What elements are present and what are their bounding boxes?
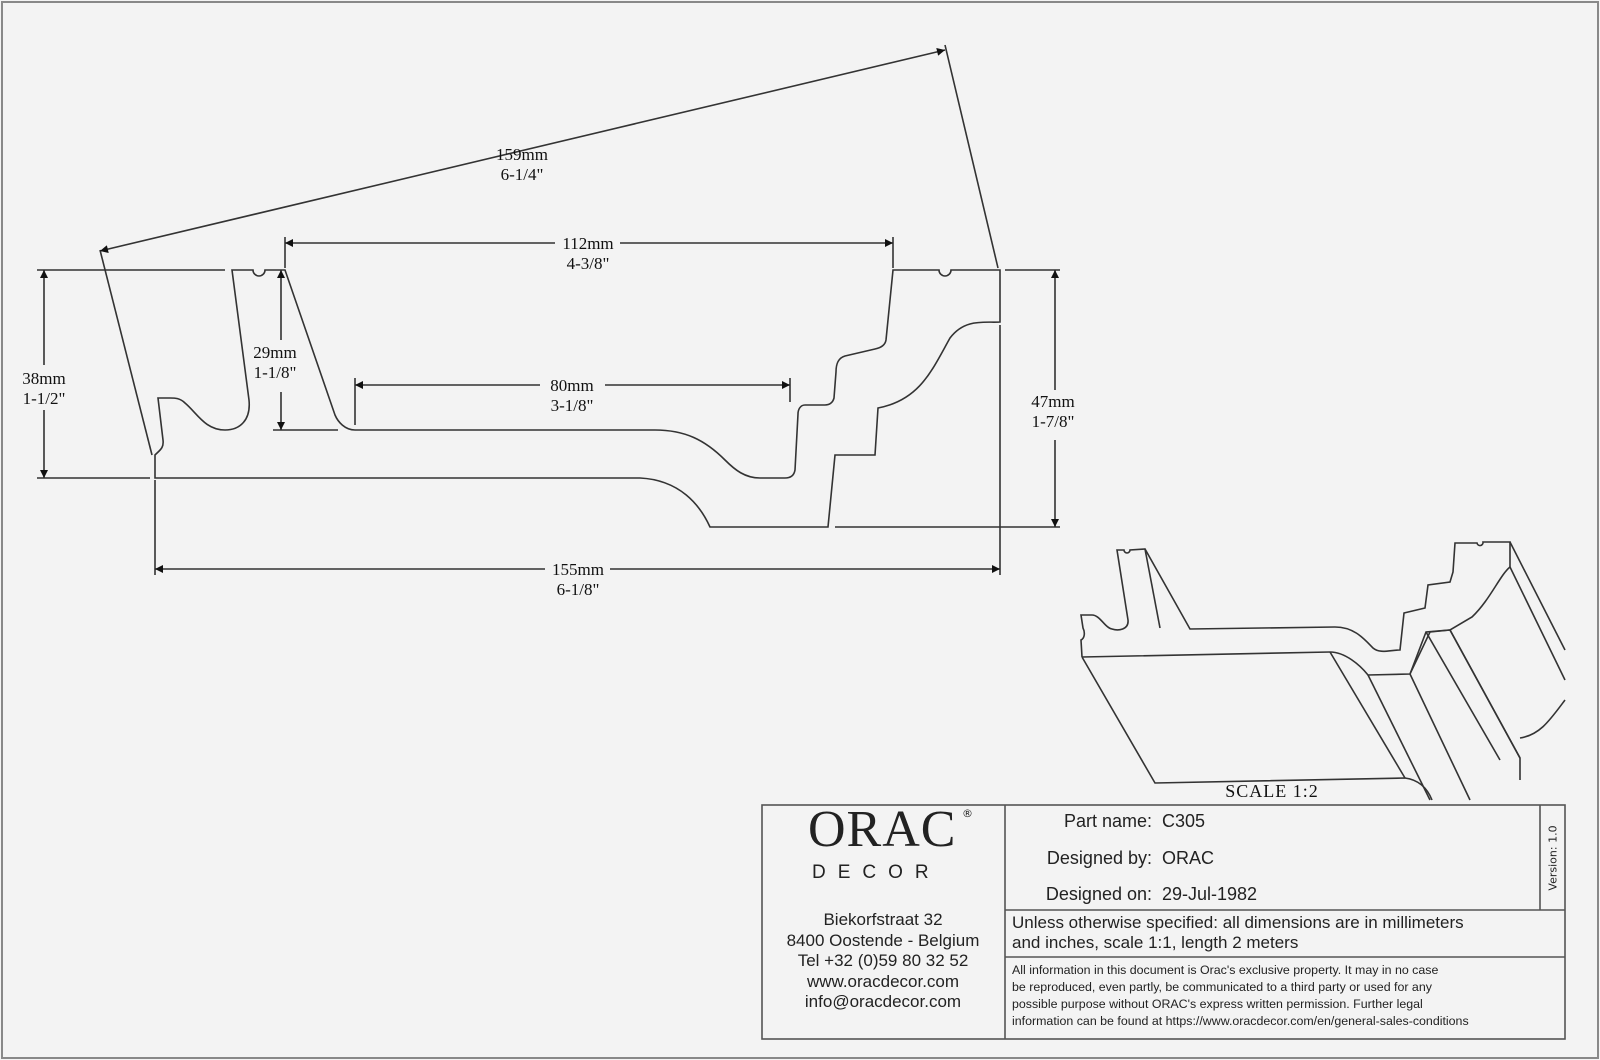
dim-155-in: 6-1/8" bbox=[557, 580, 600, 599]
address-city: 8400 Oostende - Belgium bbox=[786, 930, 980, 950]
dim-47-in: 1-7/8" bbox=[1032, 412, 1075, 431]
dim-159-mm: 159mm bbox=[496, 145, 548, 164]
legal-line: be reproduced, even partly, be communica… bbox=[1012, 980, 1432, 994]
legal-line: All information in this document is Orac… bbox=[1012, 963, 1439, 977]
dim-112-mm: 112mm bbox=[562, 234, 613, 253]
dim-line-159 bbox=[99, 47, 946, 254]
version-label: Version: 1.0 bbox=[1546, 824, 1560, 891]
isometric-view bbox=[1080, 541, 1566, 801]
title-block-frame bbox=[761, 804, 1566, 1040]
dim-29-mm: 29mm bbox=[253, 343, 296, 362]
cornice-profile bbox=[154, 269, 1001, 528]
dim-155-mm: 155mm bbox=[552, 560, 604, 579]
legal-line: possible purpose without ORAC's express … bbox=[1012, 997, 1423, 1011]
note-line-1: Unless otherwise specified: all dimensio… bbox=[1012, 913, 1464, 932]
part-name-label: Part name: bbox=[1063, 811, 1152, 831]
logo-decor: DECOR bbox=[812, 862, 941, 883]
note-line-2: and inches, scale 1:1, length 2 meters bbox=[1012, 933, 1299, 952]
scale-label: SCALE 1:2 bbox=[1225, 781, 1319, 801]
designed-on-value: 29-Jul-1982 bbox=[1162, 884, 1258, 904]
logo-registered: ® bbox=[962, 807, 973, 820]
address-street: Biekorfstraat 32 bbox=[823, 910, 943, 929]
designed-on-label: Designed on: bbox=[1045, 884, 1152, 904]
dim-47-mm: 47mm bbox=[1031, 392, 1074, 411]
designed-by-value: ORAC bbox=[1162, 848, 1215, 868]
extension-lines bbox=[37, 44, 1060, 575]
dimensions-note: Unless otherwise specified: all dimensio… bbox=[1012, 913, 1464, 953]
address-tel: Tel +32 (0)59 80 32 52 bbox=[797, 951, 969, 970]
company-address: Biekorfstraat 32 8400 Oostende - Belgium… bbox=[762, 910, 1004, 1013]
dim-38-mm: 38mm bbox=[22, 369, 65, 388]
legal-note: All information in this document is Orac… bbox=[1012, 962, 1469, 1030]
logo-orac: ORAC bbox=[808, 801, 957, 858]
designed-by-label: Designed by: bbox=[1046, 848, 1152, 868]
version-cell: Version: 1.0 bbox=[1540, 810, 1566, 905]
part-name-value: C305 bbox=[1162, 811, 1206, 831]
dim-80-in: 3-1/8" bbox=[551, 396, 594, 415]
dim-29-in: 1-1/8" bbox=[254, 363, 297, 382]
address-web: www.oracdecor.com bbox=[806, 971, 960, 991]
legal-line: information can be found at https://www.… bbox=[1012, 1014, 1469, 1028]
dim-80-mm: 80mm bbox=[550, 376, 593, 395]
dim-159-in: 6-1/4" bbox=[501, 165, 544, 184]
dim-38-in: 1-1/2" bbox=[23, 389, 66, 408]
dim-112-in: 4-3/8" bbox=[567, 254, 610, 273]
address-email: info@oracdecor.com bbox=[804, 992, 962, 1011]
